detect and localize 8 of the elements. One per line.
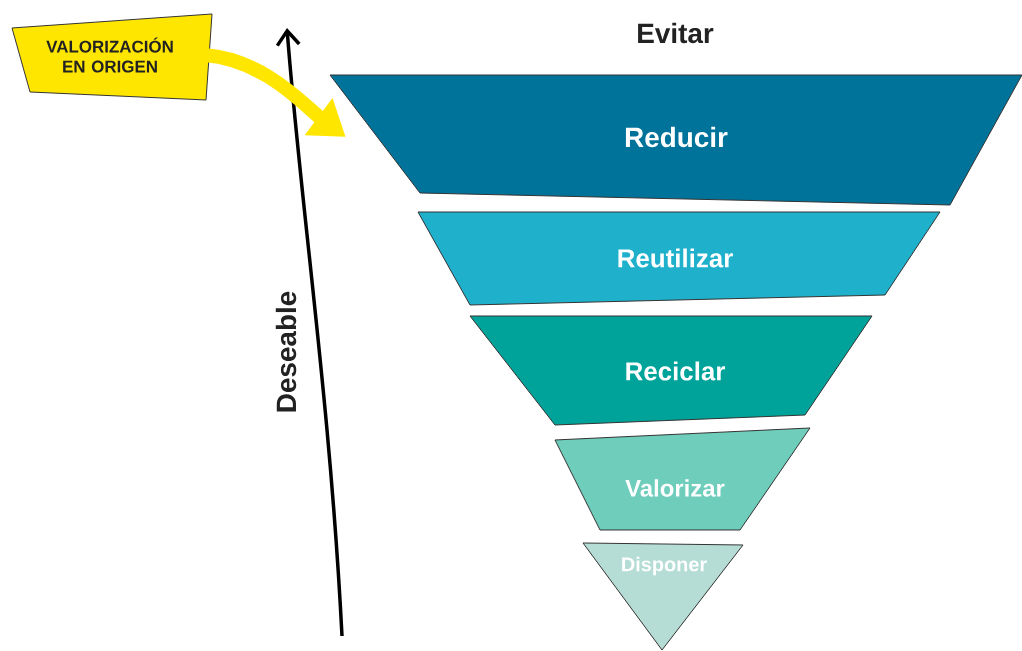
heading: Evitar [638, 22, 714, 44]
hierarchy-level: Reciclar [469, 315, 873, 426]
hierarchy-triangle: Disponer [582, 542, 744, 651]
hierarchy-level: Reutilizar [417, 211, 941, 306]
callout-flag: VALORIZACIÓN EN ORIGEN [11, 13, 213, 101]
hierarchy-level: Reducir [329, 74, 1022, 206]
hierarchy-level: Valorizar [554, 427, 811, 531]
axis-label: Deseable [275, 291, 297, 412]
